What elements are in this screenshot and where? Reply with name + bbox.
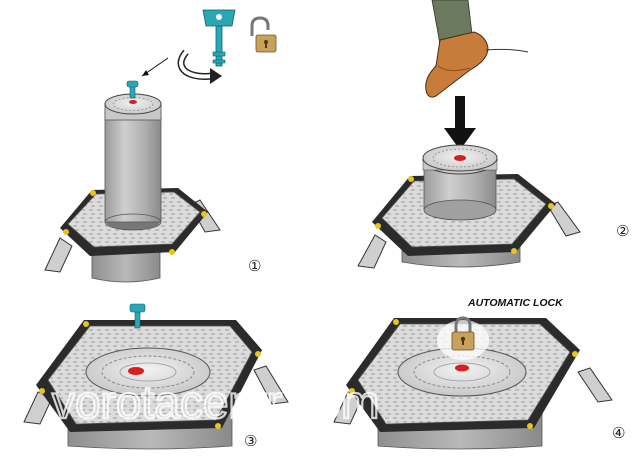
- step-number: ②: [616, 222, 629, 240]
- step-number: ③: [244, 432, 257, 450]
- panel-1: ①: [44, 9, 277, 283]
- red-button: [455, 364, 469, 372]
- foot-icon: [425, 31, 529, 98]
- anchor-foot: [253, 365, 289, 405]
- step-number: ①: [248, 257, 261, 275]
- watermark: vorotacentr.com: [52, 376, 379, 428]
- closed-padlock-icon: [451, 316, 475, 351]
- panel-3: ③: [23, 303, 289, 450]
- anchor-foot: [44, 237, 73, 273]
- panel-4: AUTOMATIC LOCK ④: [333, 297, 625, 450]
- step-number: ④: [612, 424, 625, 442]
- red-button: [128, 367, 144, 375]
- open-padlock-icon: [250, 16, 277, 53]
- key-icon: [202, 9, 236, 67]
- anchor-foot: [577, 367, 613, 403]
- panel-2: ②: [357, 0, 629, 269]
- automatic-lock-caption: AUTOMATIC LOCK: [467, 297, 564, 309]
- key-icon: [129, 303, 146, 329]
- anchor-foot: [357, 234, 387, 269]
- bollard-post: [104, 109, 162, 223]
- rotation-arrow-icon: [177, 49, 222, 84]
- red-button: [454, 155, 466, 161]
- down-arrow-icon: [444, 96, 476, 150]
- key-icon: [126, 80, 139, 99]
- red-button: [129, 100, 137, 104]
